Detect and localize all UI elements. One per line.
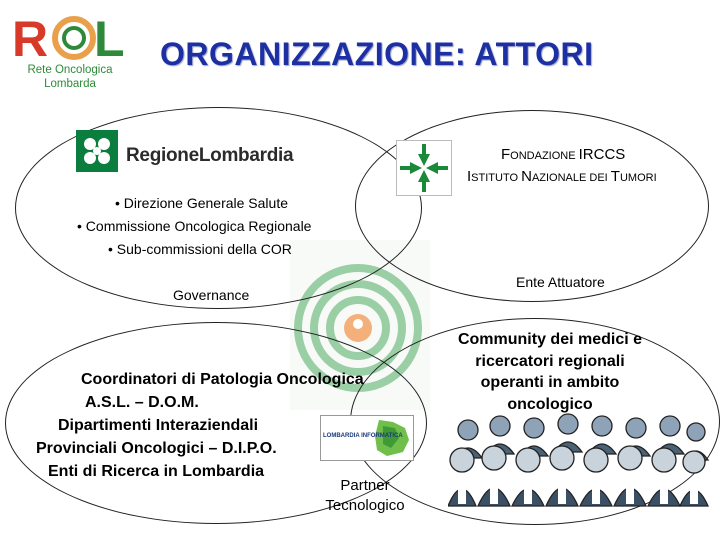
community-block: Community dei medici e ricercatori regio… bbox=[440, 329, 660, 415]
rol-line1: Rete Oncologica bbox=[27, 64, 113, 76]
community-line-4: oncologico bbox=[507, 395, 593, 413]
regione-lombardia-logo: RegioneLombardia bbox=[76, 130, 306, 174]
people-crowd-icon bbox=[448, 413, 710, 507]
partner-label-line1: Partner bbox=[340, 477, 390, 494]
ente-l1-cap: F bbox=[501, 146, 511, 163]
partner-label-line2: Tecnologico bbox=[325, 497, 405, 514]
ente-l2-cap1: I bbox=[467, 168, 472, 185]
ente-l2-small3: UMORI bbox=[619, 172, 657, 184]
regione-logo-text: RegioneLombardia bbox=[126, 145, 294, 166]
ente-name-line2: ISTITUTO NAZIONALE DEI TUMORI bbox=[467, 168, 657, 185]
svg-text:R: R bbox=[12, 11, 48, 66]
coordinatori-line-4: Provinciali Oncologici – D.I.P.O. bbox=[36, 440, 277, 457]
ente-name-line1: FONDAZIONE IRCCS bbox=[501, 146, 625, 163]
governance-item-2: • Commissione Oncologica Regionale bbox=[77, 218, 312, 234]
governance-item-1: • Direzione Generale Salute bbox=[115, 195, 288, 211]
community-line-3: operanti in ambito bbox=[480, 374, 620, 391]
lombardia-informatica-logo: LOMBARDIA INFORMATICA bbox=[320, 415, 414, 461]
ente-l2-cap2: N bbox=[521, 168, 532, 185]
int-arrows-logo bbox=[396, 140, 452, 196]
community-line-2: ricercatori regionali bbox=[475, 352, 625, 370]
ente-ellipse bbox=[355, 110, 709, 302]
lombardia-informatica-text: LOMBARDIA INFORMATICA bbox=[323, 433, 403, 439]
coordinatori-block: Coordinatori di Patologia Oncologica A.S… bbox=[36, 368, 408, 483]
ente-l1-small: ONDAZIONE bbox=[510, 150, 579, 162]
partner-label: Partner Tecnologico bbox=[310, 476, 420, 516]
ente-l2-small2: AZIONALE DEI bbox=[531, 172, 611, 184]
coordinatori-line-1: Coordinatori di Patologia Oncologica bbox=[81, 371, 364, 388]
coordinatori-line-2: A.S.L. – D.O.M. bbox=[85, 394, 199, 411]
governance-item-3: • Sub-commissioni della COR bbox=[108, 241, 292, 257]
ente-l1-rest: IRCCS bbox=[578, 146, 626, 163]
community-line-1: Community dei medici e bbox=[457, 331, 643, 348]
governance-label: Governance bbox=[173, 287, 250, 303]
coordinatori-line-3: Dipartimenti Interaziendali bbox=[58, 417, 259, 434]
ente-label: Ente Attuatore bbox=[516, 274, 605, 290]
rol-letters-icon: R L bbox=[12, 11, 125, 67]
rol-line2: Lombarda bbox=[44, 78, 96, 90]
coordinatori-line-5: Enti di Ricerca in Lombardia bbox=[48, 463, 265, 480]
ente-l2-small1: STITUTO bbox=[471, 172, 522, 184]
regione-rose-icon bbox=[76, 130, 118, 172]
rol-logo: R L Rete Oncologica Lombarda bbox=[10, 6, 128, 98]
page-title: ORGANIZZAZIONE: ATTORI bbox=[160, 36, 594, 72]
svg-text:L: L bbox=[94, 11, 125, 66]
lombardia-map-icon bbox=[375, 420, 409, 456]
ente-l2-cap3: T bbox=[610, 168, 620, 185]
